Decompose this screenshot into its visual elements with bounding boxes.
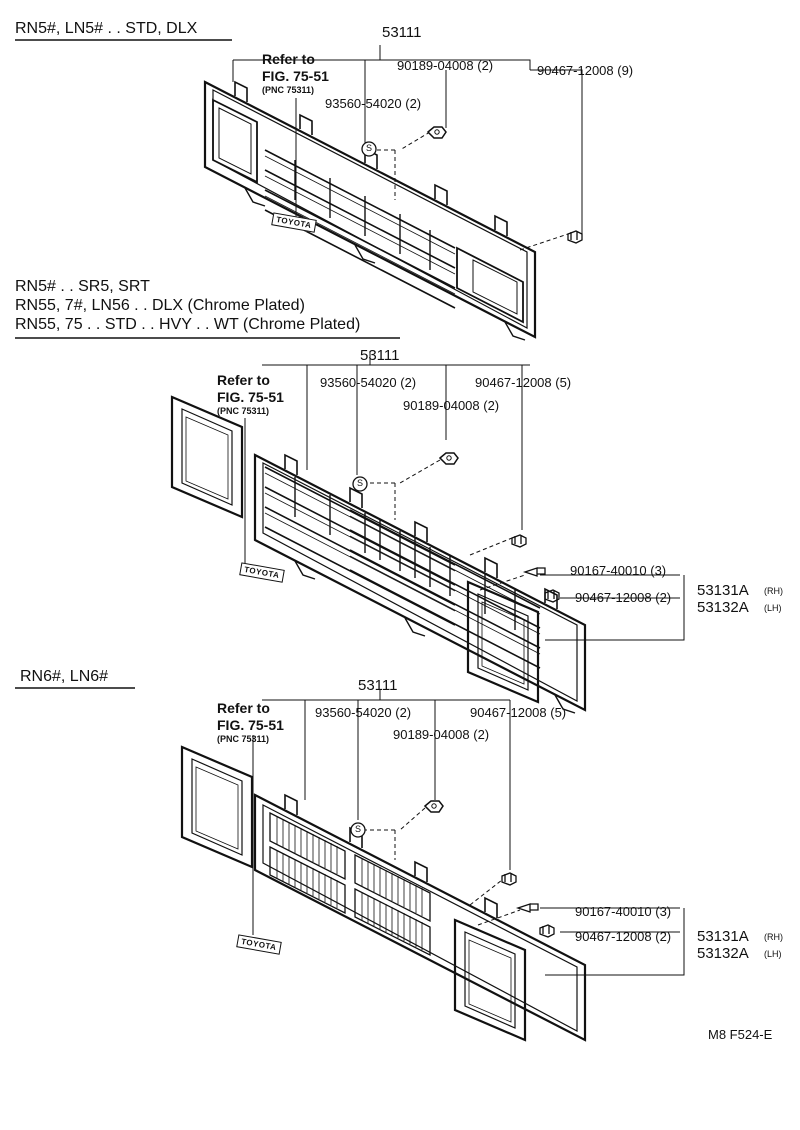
- section-2-header-line-1: RN5# . . SR5, SRT: [15, 278, 150, 295]
- s-mark-2: [352, 476, 368, 492]
- clip2-part-3: 90467-12008 (5): [470, 705, 567, 720]
- s-mark-3: [350, 822, 366, 838]
- refer-fig-3: FIG. 75-51: [217, 717, 284, 733]
- s-mark-1: [361, 141, 377, 157]
- nut-part-1: 90189-04008 (2): [397, 58, 494, 73]
- refer-pnc-1: (PNC 75311): [262, 85, 315, 95]
- section-1-header: RN5#, LN5# . . STD, DLX: [15, 20, 198, 37]
- refer-to-1: Refer to: [262, 51, 315, 67]
- screw-part-2: 90167-40010 (3): [570, 563, 667, 578]
- door-lh-part-3: 53132A: [697, 945, 749, 962]
- refer-to-2: Refer to: [217, 372, 270, 388]
- clip-part-2: 93560-54020 (2): [320, 375, 417, 390]
- refer-pnc-3: (PNC 75311): [217, 734, 270, 744]
- clip2-part-2: 90467-12008 (5): [475, 375, 572, 390]
- grille-part-3: 53111: [358, 677, 398, 694]
- nut-part-3: 90189-04008 (2): [393, 727, 490, 742]
- door-rh-part-2: 53131A: [697, 582, 749, 599]
- clip-part-3: 93560-54020 (2): [315, 705, 412, 720]
- door-lh-part-2: 53132A: [697, 599, 749, 616]
- door-lh-side-2: (LH): [764, 603, 782, 613]
- s-mark-label-3: S: [355, 824, 362, 834]
- s-mark-label-2: S: [357, 478, 364, 488]
- clip3-part-3: 90467-12008 (2): [575, 929, 672, 944]
- clip2-part-1: 90467-12008 (9): [537, 63, 634, 78]
- door-rh-side-3: (RH): [764, 932, 783, 942]
- s-mark-label-1: S: [366, 143, 373, 153]
- refer-pnc-2: (PNC 75311): [217, 406, 270, 416]
- section-2-header-line-2: RN55, 7#, LN56 . . DLX (Chrome Plated): [15, 297, 305, 314]
- section-3-header: RN6#, LN6#: [20, 668, 109, 685]
- door-rh-side-2: (RH): [764, 586, 783, 596]
- refer-fig-1: FIG. 75-51: [262, 68, 329, 84]
- section-2-header-line-3: RN55, 75 . . STD . . HVY . . WT (Chrome …: [15, 316, 361, 333]
- figure-code: M8 F524-E: [708, 1027, 773, 1042]
- door-rh-part-3: 53131A: [697, 928, 749, 945]
- refer-fig-2: FIG. 75-51: [217, 389, 284, 405]
- clip3-part-2: 90467-12008 (2): [575, 590, 672, 605]
- grille-part-2: 53111: [360, 347, 400, 364]
- screw-part-3: 90167-40010 (3): [575, 904, 672, 919]
- grille-part-1: 53111: [382, 24, 422, 41]
- door-lh-side-3: (LH): [764, 949, 782, 959]
- clip-part-1: 93560-54020 (2): [325, 96, 422, 111]
- refer-to-3: Refer to: [217, 700, 270, 716]
- nut-part-2: 90189-04008 (2): [403, 398, 500, 413]
